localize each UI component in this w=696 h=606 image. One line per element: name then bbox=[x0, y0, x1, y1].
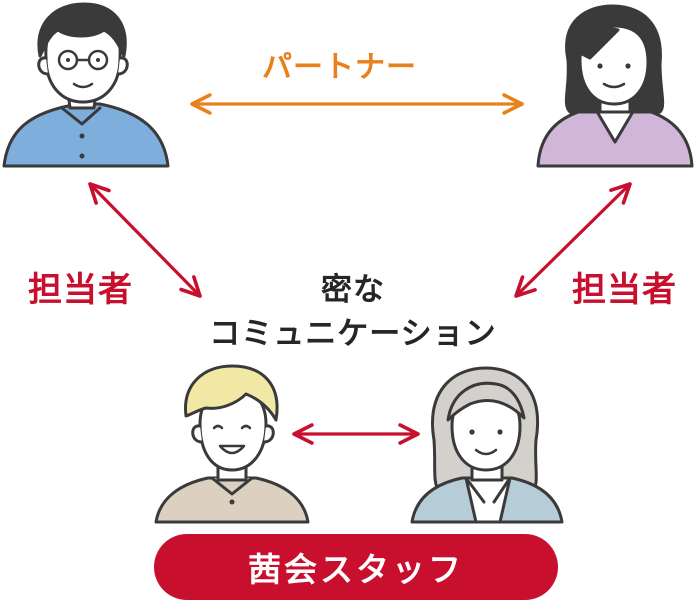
tanto-label-right: 担当者 bbox=[572, 270, 677, 310]
right-tanto-arrow bbox=[514, 182, 632, 298]
staff-member-right-figure bbox=[410, 366, 564, 524]
communication-line-1: 密な bbox=[321, 272, 385, 308]
elderly-woman-figure bbox=[536, 4, 694, 168]
staff-badge-label: 茜会スタッフ bbox=[248, 550, 464, 589]
communication-line-2: コミュニケーション bbox=[209, 316, 497, 352]
staff-badge: 茜会スタッフ bbox=[154, 534, 558, 600]
staff-member-left-figure bbox=[154, 364, 310, 524]
left-tanto-arrow bbox=[88, 182, 202, 298]
tanto-label-left: 担当者 bbox=[28, 270, 133, 310]
elderly-man-figure bbox=[2, 2, 170, 168]
partner-label: パートナー bbox=[262, 50, 417, 85]
communication-label: 密な コミュニケーション bbox=[190, 268, 516, 356]
